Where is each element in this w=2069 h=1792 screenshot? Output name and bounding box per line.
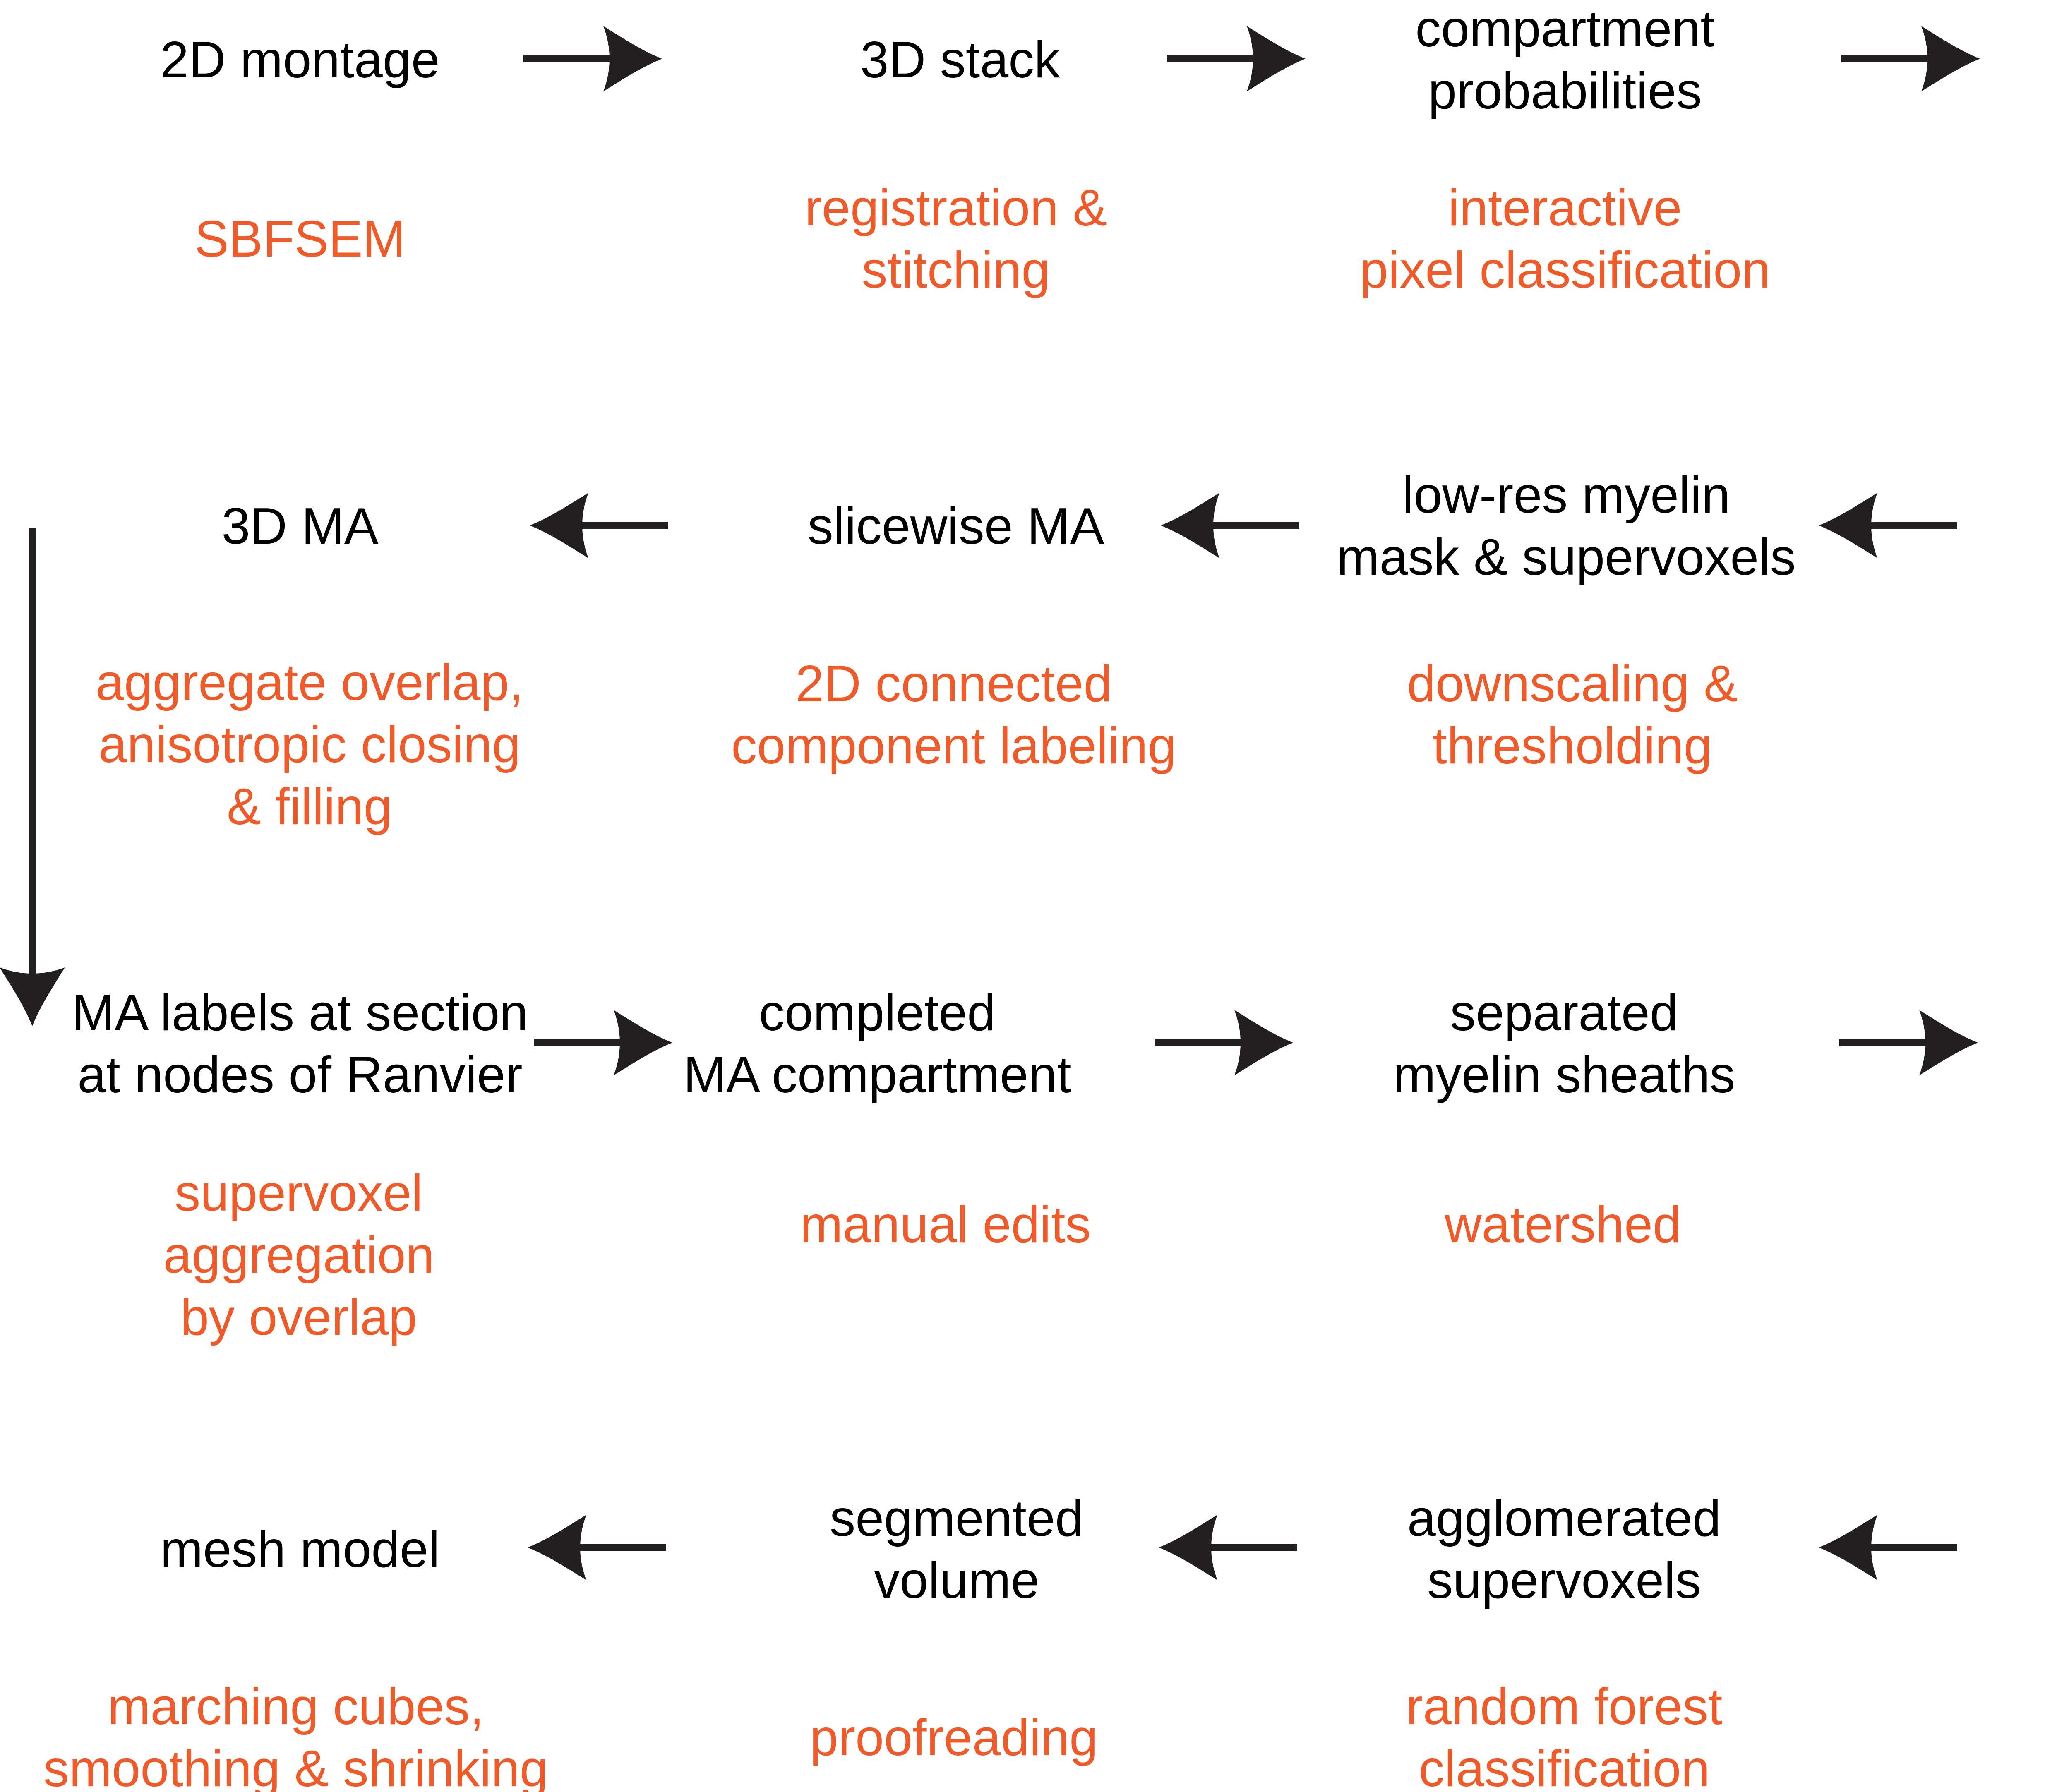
node-3d-ma: 3D MA [221,498,379,555]
process-watershed-on-ics-probability: watershed on ICS probability [2061,622,2069,808]
node-separated-myelin-sheaths: separated myelin sheaths [1393,984,1735,1104]
process-weighted-watershed: weighted watershed [2062,1163,2069,1287]
process-downscaling-thresholding: downscaling & thresholding [1407,655,1738,775]
arrow-right-icon [1167,26,1306,91]
arrow-right-icon [523,26,662,91]
node-ma-labels-nodes-of-ranvier: MA labels at section at nodes of Ranvier [72,984,528,1104]
node-agglomerated-supervoxels: agglomerated supervoxels [1407,1490,1721,1609]
process-diffusion-filtering: diffusion filtering [2061,177,2069,301]
arrow-left-icon [528,1515,666,1580]
process-2d-connected-component-labeling: 2D connected component labeling [731,655,1176,775]
node-compartment-probabilities: compartment probabilities [1415,0,1715,120]
process-marching-cubes-smoothing-shrinking: marching cubes, smoothing & shrinking [43,1678,548,1792]
arrow-left-icon [1159,1515,1297,1580]
node-edge-enhanced-probability-maps: edge-enhanced probability maps [2061,0,2069,184]
process-proofreading: proofreading [809,1709,1098,1766]
node-low-res-myelin-mask-supervoxels: low-res myelin mask & supervoxels [1337,467,1796,586]
process-random-forest-classification: random forest classification [1406,1678,1723,1792]
process-manual-edits: manual edits [800,1196,1091,1253]
process-supervoxel-aggregation-by-overlap: supervoxel aggregation by overlap [163,1165,434,1346]
arrow-left-icon [1161,493,1299,558]
node-completed-ma-compartment: completed MA compartment [683,984,1071,1104]
arrow-left-icon [1819,493,1957,558]
process-registration-stitching: registration & stitching [804,180,1107,299]
arrow-down-icon [0,528,65,1026]
arrow-right-icon [1839,1010,1978,1075]
arrow-left-icon [530,493,668,558]
node-slicewise-ma: slicewise MA [807,498,1104,555]
node-mesh-model: mesh model [160,1521,440,1578]
process-sbfsem: SBFSEM [194,211,406,268]
node-sheaths-corrected-thickness: sheaths with corrected thickness [2062,951,2069,1137]
node-2d-montage: 2D montage [160,31,440,89]
node-segmented-volume: segmented volume [830,1490,1084,1609]
arrow-left-icon [1819,1515,1957,1580]
arrow-right-icon [1841,26,1980,91]
process-interactive-pixel-classification: interactive pixel classification [1359,180,1771,299]
node-3d-stack: 3D stack [860,31,1060,89]
arrow-right-icon [534,1010,672,1075]
arrow-right-icon [1155,1010,1293,1075]
process-watershed: watershed [1444,1196,1682,1253]
process-aggregate-overlap-closing-filling: aggregate overlap, anisotropic closing &… [95,654,524,835]
